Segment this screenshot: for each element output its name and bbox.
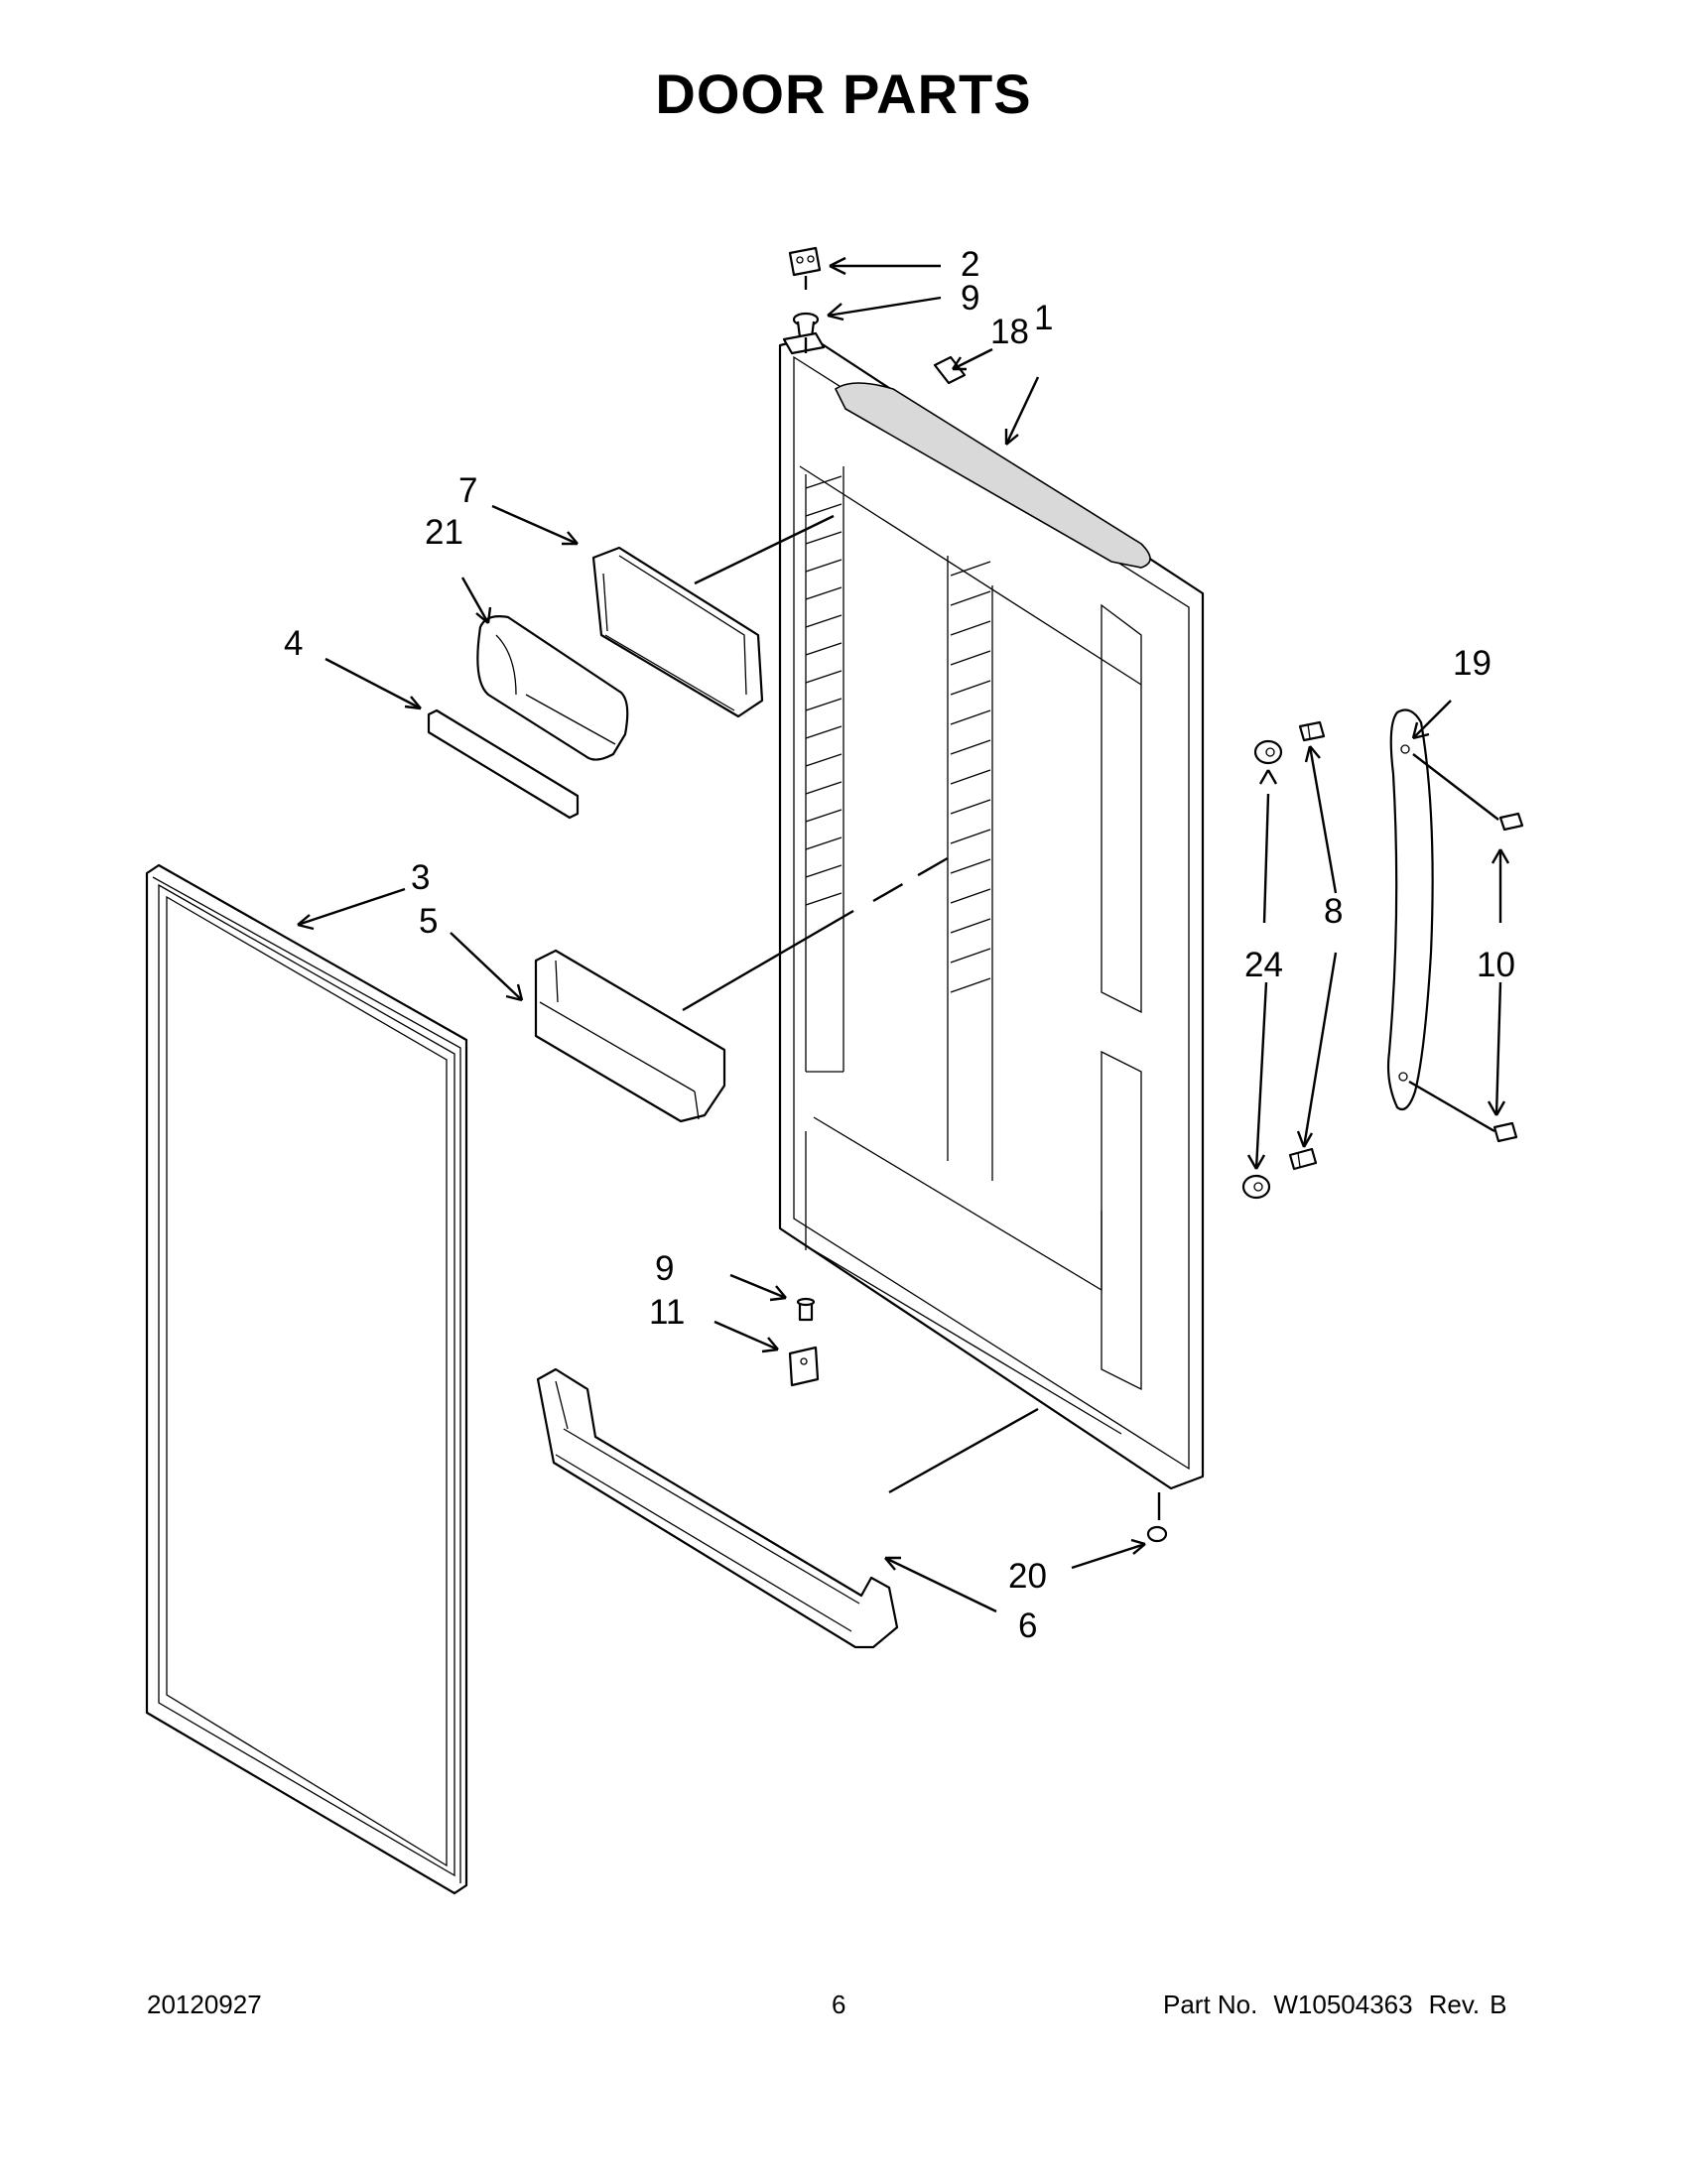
- part-number-label: Part No.: [1163, 1990, 1258, 2019]
- door-foot-20: [1146, 1525, 1168, 1543]
- footer-date: 20120927: [147, 1990, 262, 2019]
- callout-11: 11: [649, 1293, 685, 1332]
- handle-screw-bottom-10: [1492, 1121, 1518, 1143]
- top-hinge: [788, 246, 822, 290]
- revision-label: Rev.: [1428, 1990, 1481, 2019]
- callout-6: 6: [1018, 1606, 1037, 1645]
- callout-19: 19: [1453, 644, 1492, 683]
- leader-lines: [297, 256, 1510, 1613]
- page-title: DOOR PARTS: [655, 63, 1032, 125]
- bottom-hinge-11: [788, 1346, 820, 1387]
- callout-4: 4: [284, 624, 303, 663]
- assembly-lines: [682, 337, 1499, 1520]
- callout-5: 5: [419, 902, 438, 941]
- screw-top-8: [1298, 720, 1326, 742]
- callout-18: 18: [990, 313, 1029, 351]
- dairy-trim-4: [427, 708, 580, 820]
- callout-9-top: 9: [961, 279, 979, 318]
- door-top-corner: [782, 331, 826, 355]
- door-inner-panel: [778, 335, 1205, 1490]
- callout-10: 10: [1477, 946, 1515, 984]
- callout-20: 20: [1008, 1557, 1047, 1596]
- hinge-bushing-top: [792, 312, 820, 339]
- dairy-bin: [591, 546, 764, 718]
- handle-screw-top-10: [1498, 812, 1524, 832]
- bottom-hinge-pin: [796, 1297, 816, 1322]
- door-handle-19: [1386, 708, 1434, 1111]
- callout-8: 8: [1324, 892, 1343, 931]
- hinge-cover-18: [933, 355, 967, 385]
- spacer-bottom-24: [1241, 1174, 1271, 1200]
- footer-part-info: Part No. W10504363 Rev. B: [1163, 1990, 1506, 2020]
- door-bin-small: [534, 949, 726, 1123]
- callout-21: 21: [425, 513, 463, 552]
- spacer-top-24: [1253, 739, 1283, 765]
- revision: B: [1490, 1990, 1507, 2019]
- screw-bottom-8: [1288, 1147, 1318, 1171]
- callout-7: 7: [458, 471, 477, 510]
- callout-2: 2: [961, 245, 979, 284]
- dairy-cover: [476, 615, 629, 761]
- door-bin-large: [536, 1367, 899, 1649]
- part-number: W10504363: [1273, 1990, 1413, 2019]
- callout-3: 3: [411, 858, 430, 897]
- door-gasket: [145, 863, 468, 1895]
- callout-24: 24: [1244, 946, 1283, 984]
- footer-page-number: 6: [832, 1990, 846, 2019]
- callout-1: 1: [1034, 299, 1053, 337]
- callout-9-bottom: 9: [655, 1249, 674, 1288]
- callout-labels: 2 9 18 1 7 21 4 19 3 5 8 24 10 9 11 20 6: [284, 245, 1515, 1645]
